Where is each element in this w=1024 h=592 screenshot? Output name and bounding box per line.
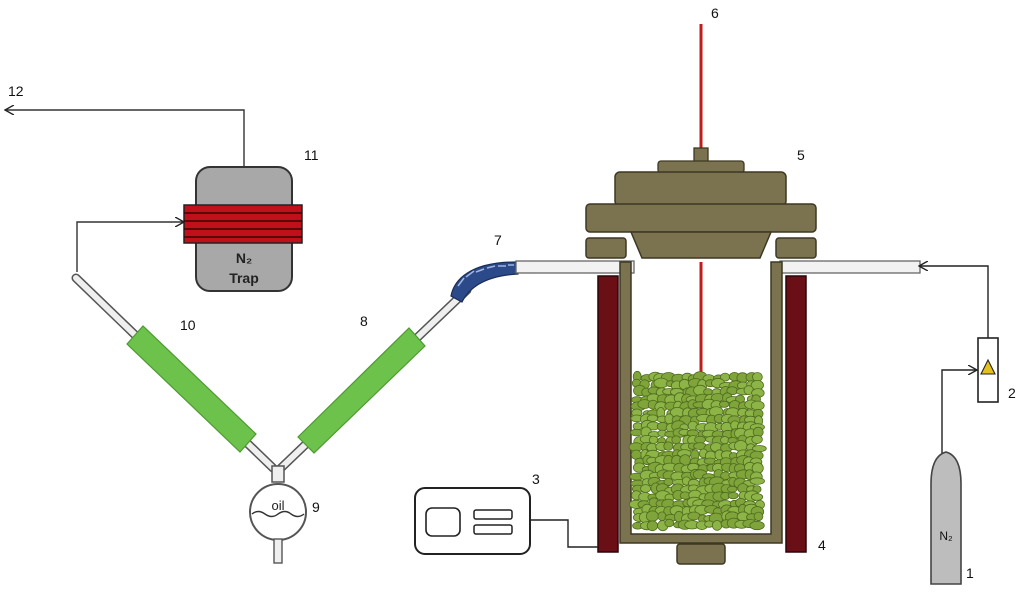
biomass-particle [632, 422, 643, 431]
biomass-particle [648, 435, 659, 445]
biomass-particle [657, 511, 667, 522]
biomass-particle [664, 518, 674, 528]
biomass-particle [640, 484, 651, 493]
biomass-particle [671, 435, 681, 445]
outlet-line [6, 110, 245, 172]
label-3: 3 [532, 471, 540, 487]
reactor-head [585, 147, 817, 259]
biomass-particle [646, 520, 659, 532]
oil-flask: oil [249, 465, 307, 564]
trap-label-n2: N₂ [236, 250, 252, 266]
label-11: 11 [304, 147, 319, 163]
biomass-particle [727, 485, 738, 493]
label-9: 9 [312, 499, 320, 515]
reactor-side-tubes [515, 260, 921, 274]
component-labels: 1 2 3 4 5 6 7 8 9 10 11 12 [8, 5, 1016, 581]
flowmeter [977, 337, 999, 403]
label-6: 6 [711, 5, 719, 21]
biomass-particle [749, 477, 765, 485]
biomass-particle [719, 400, 730, 408]
left-condenser [126, 325, 257, 453]
label-8: 8 [360, 313, 368, 329]
glass-tubing [71, 273, 472, 473]
furnace-heater [597, 275, 807, 553]
right-condenser [297, 327, 426, 454]
label-5: 5 [797, 147, 805, 163]
biomass-particle [727, 491, 739, 500]
trap-label-trap: Trap [229, 270, 259, 286]
biomass-particle [750, 400, 765, 411]
biomass-particle [751, 434, 763, 444]
biomass-particle [645, 510, 659, 522]
label-1: 1 [966, 565, 974, 581]
label-2: 2 [1008, 385, 1016, 401]
gas-supply-line [920, 266, 989, 456]
cylinder-n2-label: N₂ [939, 529, 953, 543]
temperature-controller [414, 487, 598, 555]
trap-cooling-coil [183, 204, 303, 244]
biomass-particle [750, 493, 764, 501]
n2-trap: N₂ Trap [183, 166, 303, 292]
flask-oil-label: oil [271, 498, 284, 513]
label-4: 4 [818, 537, 826, 553]
biomass-bed [628, 370, 767, 532]
biomass-particle [711, 520, 723, 531]
biomass-particle [753, 511, 764, 522]
label-12: 12 [8, 83, 24, 99]
flexible-connector [450, 261, 519, 303]
label-10: 10 [180, 317, 196, 333]
biomass-particle [663, 441, 674, 451]
label-7: 7 [494, 232, 502, 248]
biomass-particle [694, 435, 706, 444]
n2-cylinder: N₂ [930, 451, 962, 585]
reactor-vessel [619, 261, 783, 565]
biomass-particle [749, 520, 765, 531]
trap-inlet-line [76, 222, 183, 272]
